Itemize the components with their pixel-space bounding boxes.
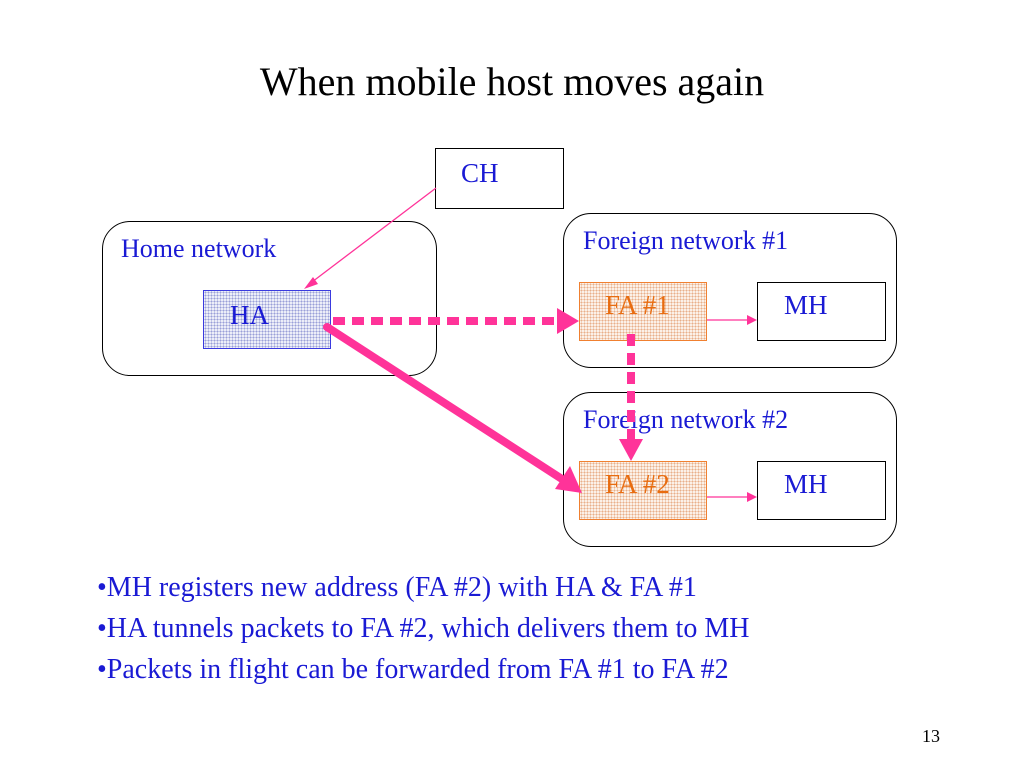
fa2-label: FA #2 xyxy=(605,469,670,499)
slide-title: When mobile host moves again xyxy=(259,59,765,104)
mh2-label: MH xyxy=(784,469,828,499)
ha-to-fa2-tunnel xyxy=(323,323,569,485)
bullet-item: •Packets in flight can be forwarded from… xyxy=(97,654,729,685)
mh1-label: MH xyxy=(784,290,828,320)
bullet-item: •HA tunnels packets to FA #2, which deli… xyxy=(97,613,750,644)
page-number: 13 xyxy=(922,726,940,746)
mh1-node: MH xyxy=(757,282,886,341)
ha-label: HA xyxy=(230,300,269,330)
home-network-label: Home network xyxy=(121,234,277,263)
ch-to-ha-arrow xyxy=(311,187,437,283)
fa1-node: FA #1 xyxy=(579,282,707,341)
foreign-network-1-label: Foreign network #1 xyxy=(583,226,789,255)
ch-to-ha-arrowhead xyxy=(304,277,318,289)
ha-to-fa1-arrowhead xyxy=(557,308,579,334)
ha-to-fa2-arrowhead xyxy=(555,466,582,493)
ch-node: CH xyxy=(435,148,564,209)
bullet-list: •MH registers new address (FA #2) with H… xyxy=(97,567,749,690)
ch-label: CH xyxy=(461,158,499,188)
fa1-to-mh1-arrowhead xyxy=(747,315,757,325)
fa1-label: FA #1 xyxy=(605,290,670,320)
bullet-item: •MH registers new address (FA #2) with H… xyxy=(97,572,697,603)
mh2-node: MH xyxy=(757,461,886,520)
foreign-network-2-label: Foreign network #2 xyxy=(583,405,789,434)
fa1-to-fa2-arrowhead xyxy=(619,439,643,461)
fa2-node: FA #2 xyxy=(579,461,707,520)
fa2-to-mh2-arrowhead xyxy=(747,492,757,502)
ha-node: HA xyxy=(203,290,331,349)
